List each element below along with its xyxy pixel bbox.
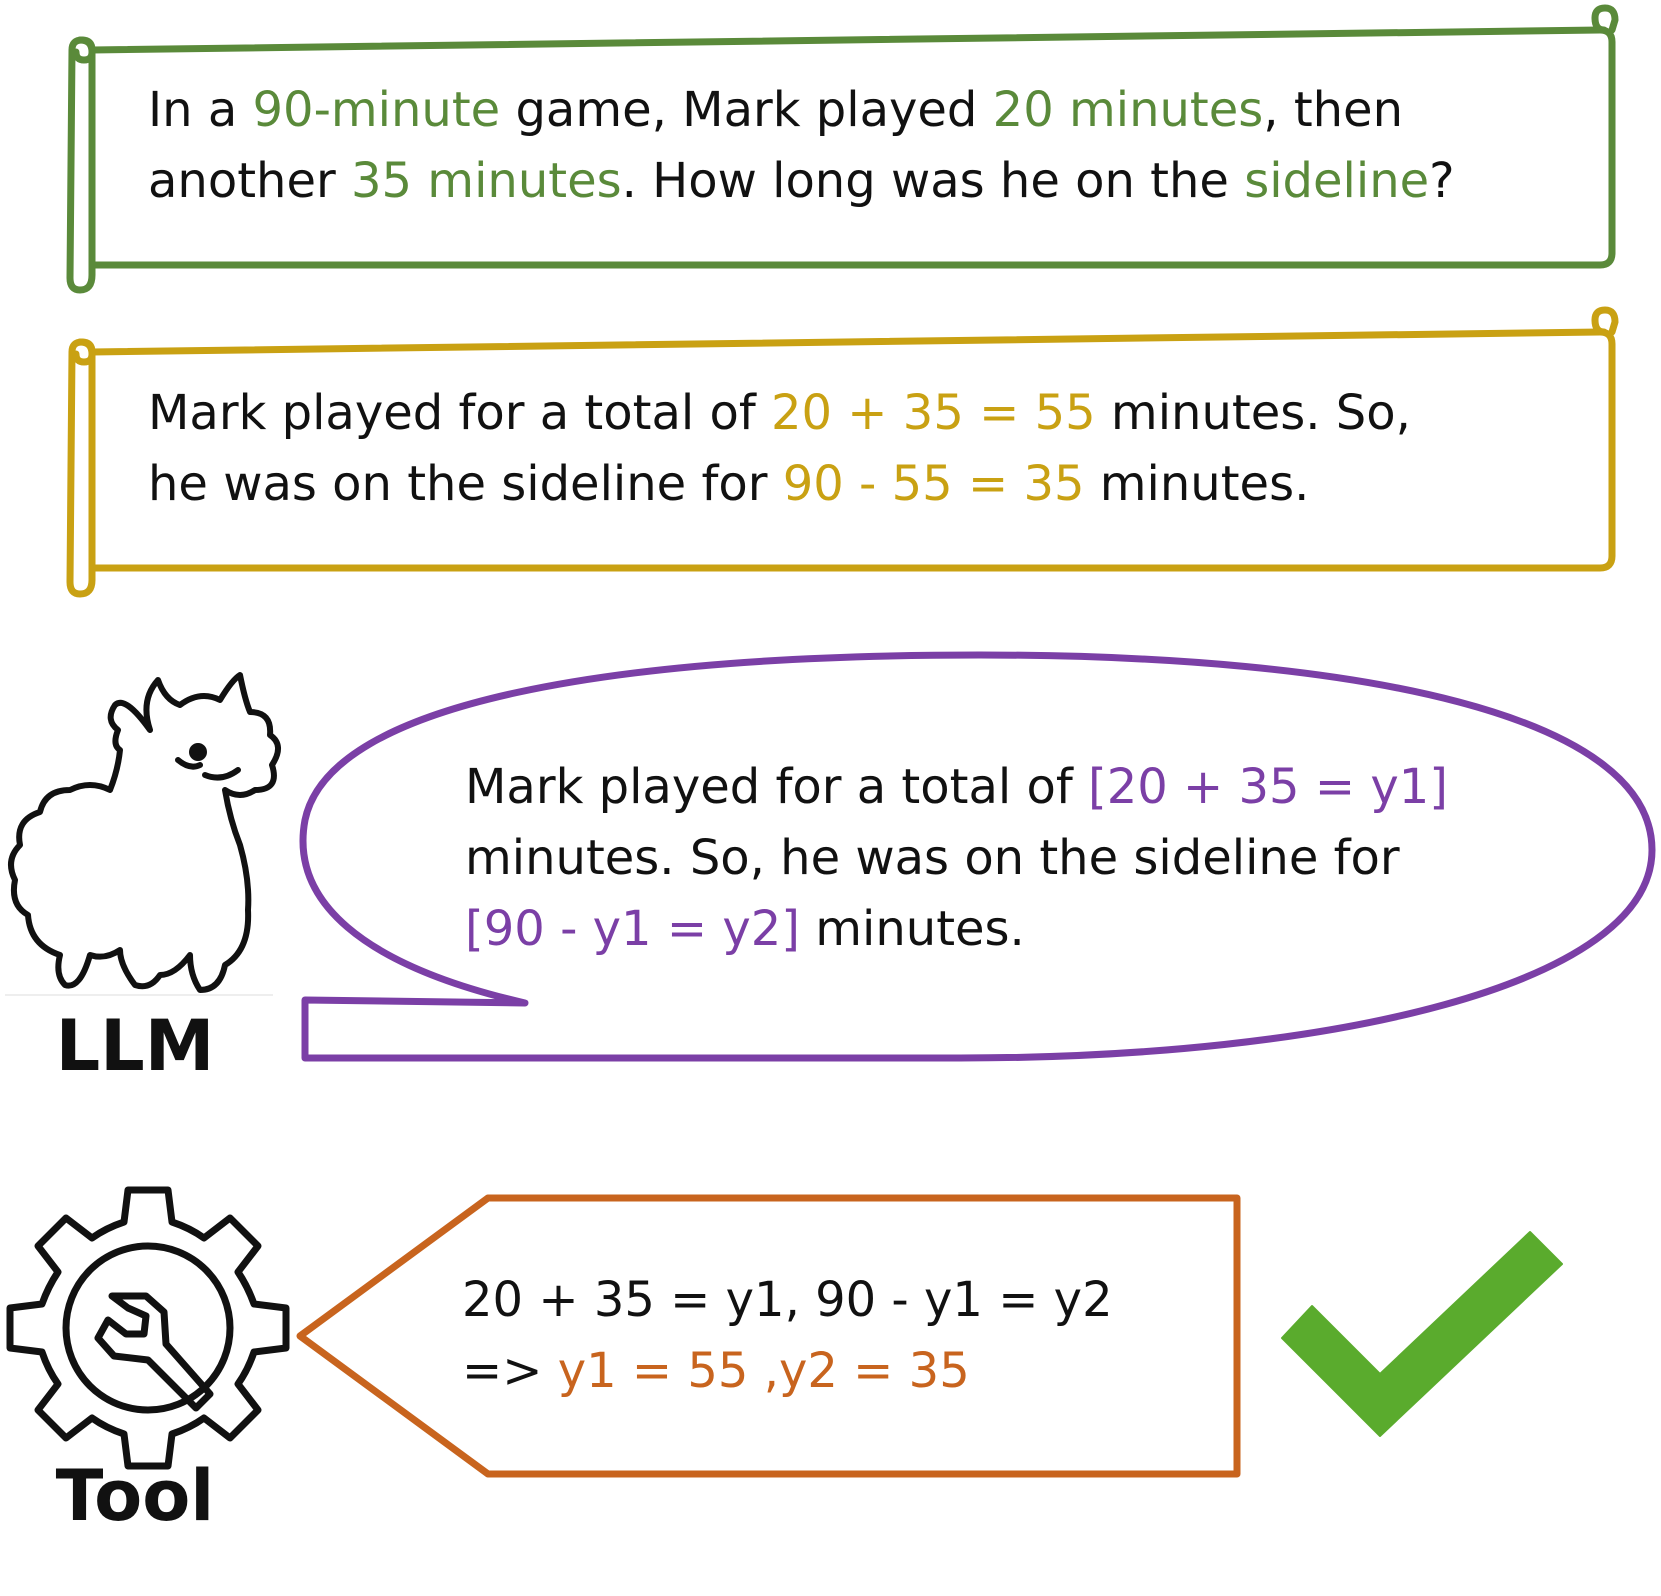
question-text: In a xyxy=(148,82,253,138)
tool-label: Tool xyxy=(55,1455,215,1537)
question-text: . How long was he on the xyxy=(621,153,1245,209)
question-highlight: 35 minutes xyxy=(350,153,622,209)
llm-placeholder-expression: [20 + 35 = y1] xyxy=(1087,759,1448,815)
question-text: another xyxy=(148,153,351,209)
llm-line-1: Mark played for a total of [20 + 35 = y1… xyxy=(465,752,1448,822)
question-text: game, Mark played xyxy=(500,82,993,138)
answer-highlight: 90 - 55 = 35 xyxy=(782,456,1085,512)
answer-line-1: Mark played for a total of 20 + 35 = 55 … xyxy=(148,378,1411,448)
llm-placeholder-expression: [90 - y1 = y2] xyxy=(465,901,800,957)
question-text: , then xyxy=(1263,82,1404,138)
answer-scroll xyxy=(66,306,1619,598)
answer-text: Mark played for a total of xyxy=(148,385,771,441)
tool-line-2: => y1 = 55 ,y2 = 35 xyxy=(462,1336,970,1406)
gear-wrench-icon xyxy=(6,1186,290,1470)
answer-highlight: 20 + 35 = 55 xyxy=(770,385,1096,441)
llm-text: Mark played for a total of xyxy=(465,759,1088,815)
answer-text: minutes. xyxy=(1084,456,1310,512)
question-line-1: In a 90-minute game, Mark played 20 minu… xyxy=(148,75,1403,145)
tool-line-1: 20 + 35 = y1, 90 - y1 = y2 xyxy=(462,1265,1113,1335)
question-highlight: 90-minute xyxy=(252,82,501,138)
llm-label: LLM xyxy=(55,1005,215,1087)
answer-line-2: he was on the sideline for 90 - 55 = 35 … xyxy=(148,449,1309,519)
llm-line-2: minutes. So, he was on the sideline for xyxy=(465,823,1400,893)
answer-text: he was on the sideline for xyxy=(148,456,783,512)
llm-text: minutes. xyxy=(800,901,1025,957)
tool-result: y1 = 55 ,y2 = 35 xyxy=(557,1343,970,1399)
question-highlight: 20 minutes xyxy=(992,82,1264,138)
llm-text: minutes. So, he was on the sideline for xyxy=(465,830,1400,886)
question-text: ? xyxy=(1429,153,1455,209)
question-scroll xyxy=(66,4,1619,294)
checkmark-icon xyxy=(1281,1231,1563,1437)
tool-text: => xyxy=(462,1343,558,1399)
alpaca-icon xyxy=(8,672,281,993)
tool-arrow-box xyxy=(296,1194,1241,1478)
llm-line-3: [90 - y1 = y2] minutes. xyxy=(465,894,1025,964)
tool-equations: 20 + 35 = y1, 90 - y1 = y2 xyxy=(462,1272,1113,1328)
question-highlight: sideline xyxy=(1244,153,1430,209)
question-line-2: another 35 minutes. How long was he on t… xyxy=(148,146,1455,216)
llm-speech-bubble xyxy=(299,651,1656,1062)
answer-text: minutes. So, xyxy=(1095,385,1411,441)
